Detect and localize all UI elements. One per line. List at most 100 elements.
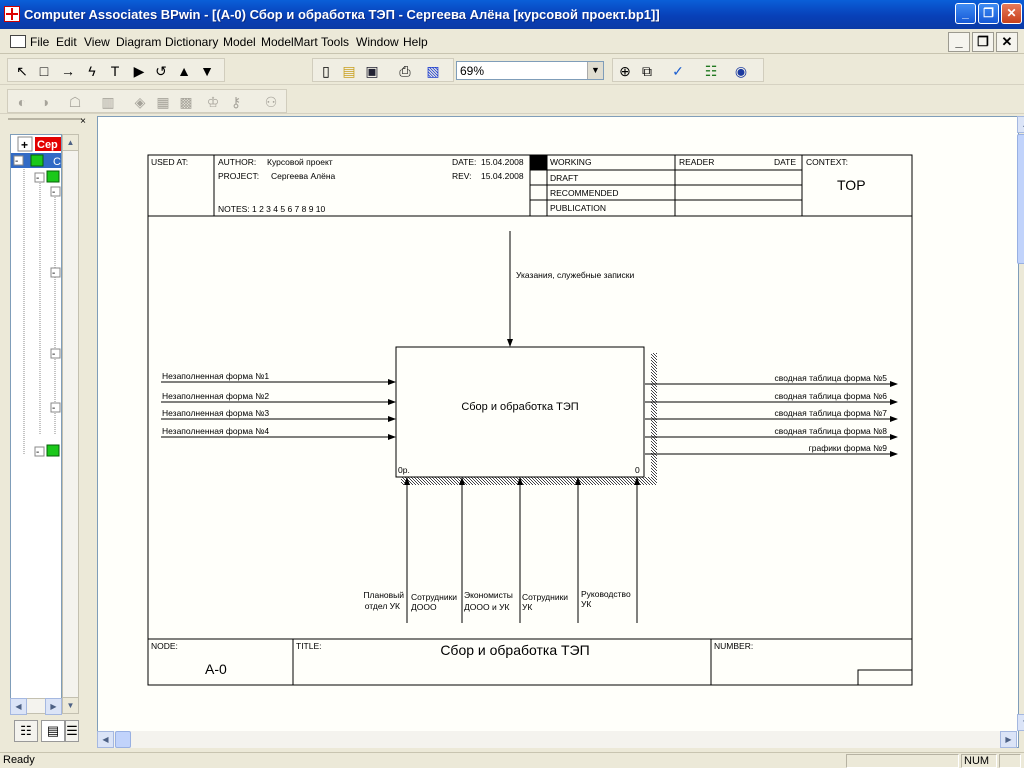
save-disk-icon[interactable]: ▣ [365,63,379,79]
scroll-up-icon[interactable]: ▲ [1017,116,1024,133]
mechanism-label[interactable]: УК [522,602,532,612]
menu-help[interactable]: Help [403,35,428,49]
open-folder-icon[interactable]: ▤ [342,63,356,79]
mdi-restore-button[interactable]: ❐ [972,32,994,52]
mechanism-label[interactable]: Плановый [363,590,404,600]
canvas-vertical-scrollbar[interactable]: ▲ ▼ [1017,116,1024,748]
spelling-check-icon[interactable]: ✓ [672,63,684,79]
connect-icon: ◐ [17,94,27,110]
zoom-in-icon[interactable]: ⊕ [619,63,631,79]
zoom-dropdown-icon[interactable]: ▼ [587,62,603,79]
menu-dictionary[interactable]: Dictionary [165,35,219,49]
tree-horizontal-scrollbar[interactable]: ◀ ▶ [10,698,62,715]
close-button[interactable]: ✕ [1001,3,1022,24]
mechanism-label[interactable]: отдел УК [365,601,400,611]
level-down-tool-icon[interactable]: ▼ [200,63,214,79]
document-menu-icon[interactable] [10,35,26,48]
mechanism-label[interactable]: Сотрудники [522,592,568,602]
pointer-tool-icon[interactable]: ↖ [16,63,28,79]
color-palette-icon[interactable]: ▧ [426,63,440,79]
scroll-left-icon[interactable]: ◀ [97,731,114,748]
menu-tools[interactable]: Tools [321,35,350,49]
output-label[interactable]: сводная таблица форма №6 [775,391,888,401]
new-file-icon[interactable]: ▯ [322,63,330,79]
menu-window[interactable]: Window [356,35,399,49]
panel-close-icon[interactable]: × [80,116,86,127]
activity-number: 0 [635,465,640,475]
mechanism-label[interactable]: ДООО и УК [464,602,509,612]
menu-model[interactable]: Model [223,35,256,49]
diagram-canvas[interactable]: USED AT: AUTHOR: Курсовой проект PROJECT… [97,116,1019,748]
menu-modelmart[interactable]: ModelMart [261,35,318,49]
horizontal-scroll-thumb[interactable] [115,731,131,748]
model-explorer-icon[interactable]: ☷ [704,63,718,79]
output-label[interactable]: сводная таблица форма №8 [775,426,888,436]
output-label[interactable]: сводная таблица форма №7 [775,408,888,418]
scroll-right-icon[interactable]: ▶ [1000,731,1017,748]
root-node-expander[interactable]: + [21,138,28,152]
model-tree[interactable]: + Сер - С - - - - - - [10,134,62,714]
scroll-up-icon[interactable]: ▲ [62,134,79,151]
input-label[interactable]: Незаполненная форма №2 [162,391,269,401]
squiggle-tool-icon[interactable]: ϟ [88,63,96,79]
context-label: CONTEXT: [806,157,848,167]
mechanism-label[interactable]: ДООО [411,602,437,612]
activity-name[interactable]: Сбор и обработка ТЭП [461,401,578,413]
author-value: Курсовой проект [267,157,333,167]
input-label[interactable]: Незаполненная форма №4 [162,426,269,436]
activity-box[interactable] [395,346,645,478]
scroll-left-icon[interactable]: ◀ [10,698,27,715]
root-node-highlight [35,137,61,151]
level-up-tool-icon[interactable]: ▲ [177,63,191,79]
scroll-right-icon[interactable]: ▶ [45,698,62,715]
minimize-button[interactable]: _ [955,3,976,24]
output-label[interactable]: сводная таблица форма №5 [775,373,888,383]
text-tool-icon[interactable]: T [110,63,120,79]
status-cell [846,754,959,768]
mechanism-label[interactable]: Экономисты [464,590,513,600]
zoom-value: 69% [460,64,485,78]
activities-tab-icon[interactable]: ☷ [14,720,38,742]
menu-view[interactable]: View [84,35,110,49]
root-node-icon[interactable] [17,136,33,152]
menu-diagram[interactable]: Diagram [116,35,162,49]
security-icon: ♔ [206,94,220,110]
bpwin-app-icon[interactable] [4,6,20,22]
modelmart-icon[interactable]: ◉ [734,63,748,79]
output-label[interactable]: графики форма №9 [809,443,888,453]
tree-vertical-scrollbar[interactable]: ▲ ▼ [62,134,79,714]
print-icon[interactable]: ⎙ [399,63,411,79]
project-value: Сергеева Алёна [271,171,336,181]
mechanism-label[interactable]: Сотрудники [411,592,457,602]
control-label[interactable]: Указания, служебные записки [516,270,635,280]
input-label[interactable]: Незаполненная форма №3 [162,408,269,418]
arrow-tool-icon[interactable]: → [61,63,75,79]
mdi-minimize-button[interactable]: _ [948,32,970,52]
scroll-down-icon[interactable]: ▼ [62,697,79,714]
maximize-button[interactable]: ❐ [978,3,999,24]
objects-tab-icon[interactable]: ☰ [65,720,79,742]
idef0-diagram[interactable]: USED AT: AUTHOR: Курсовой проект PROJECT… [98,117,1018,732]
root-node-label[interactable]: Сер [37,139,58,151]
canvas-horizontal-scrollbar[interactable]: ◀ ▶ [97,731,1017,748]
scroll-down-icon[interactable]: ▼ [1017,714,1024,731]
zoom-fit-icon[interactable]: ⧉ [642,63,652,79]
undo-tool-icon[interactable]: ↺ [155,63,167,79]
toolbar-secondary: ◐ ◑ ☖ ▥ ◈ ▦ ▩ ♔ ⚷ ⚇ [0,86,1024,114]
reader-label: READER [679,157,714,167]
panel-grip[interactable] [8,118,82,128]
users-icon: ⚇ [264,94,278,110]
input-label[interactable]: Незаполненная форма №1 [162,371,269,381]
mdi-close-button[interactable]: ✕ [996,32,1018,52]
mechanism-label[interactable]: Руководство [581,589,631,599]
vertical-scroll-thumb[interactable] [1017,134,1024,264]
working-status-mark [530,155,547,170]
decompose-tool-icon[interactable]: ▶ [133,63,145,79]
grid-icon: ▩ [179,94,193,110]
mechanism-label[interactable]: УК [581,599,591,609]
box-tool-icon[interactable]: □ [39,63,49,79]
zoom-select[interactable]: 69% ▼ [456,61,604,80]
menu-edit[interactable]: Edit [56,35,77,49]
diagrams-tab-icon[interactable]: ▤ [41,720,65,742]
menu-file[interactable]: File [30,35,50,49]
